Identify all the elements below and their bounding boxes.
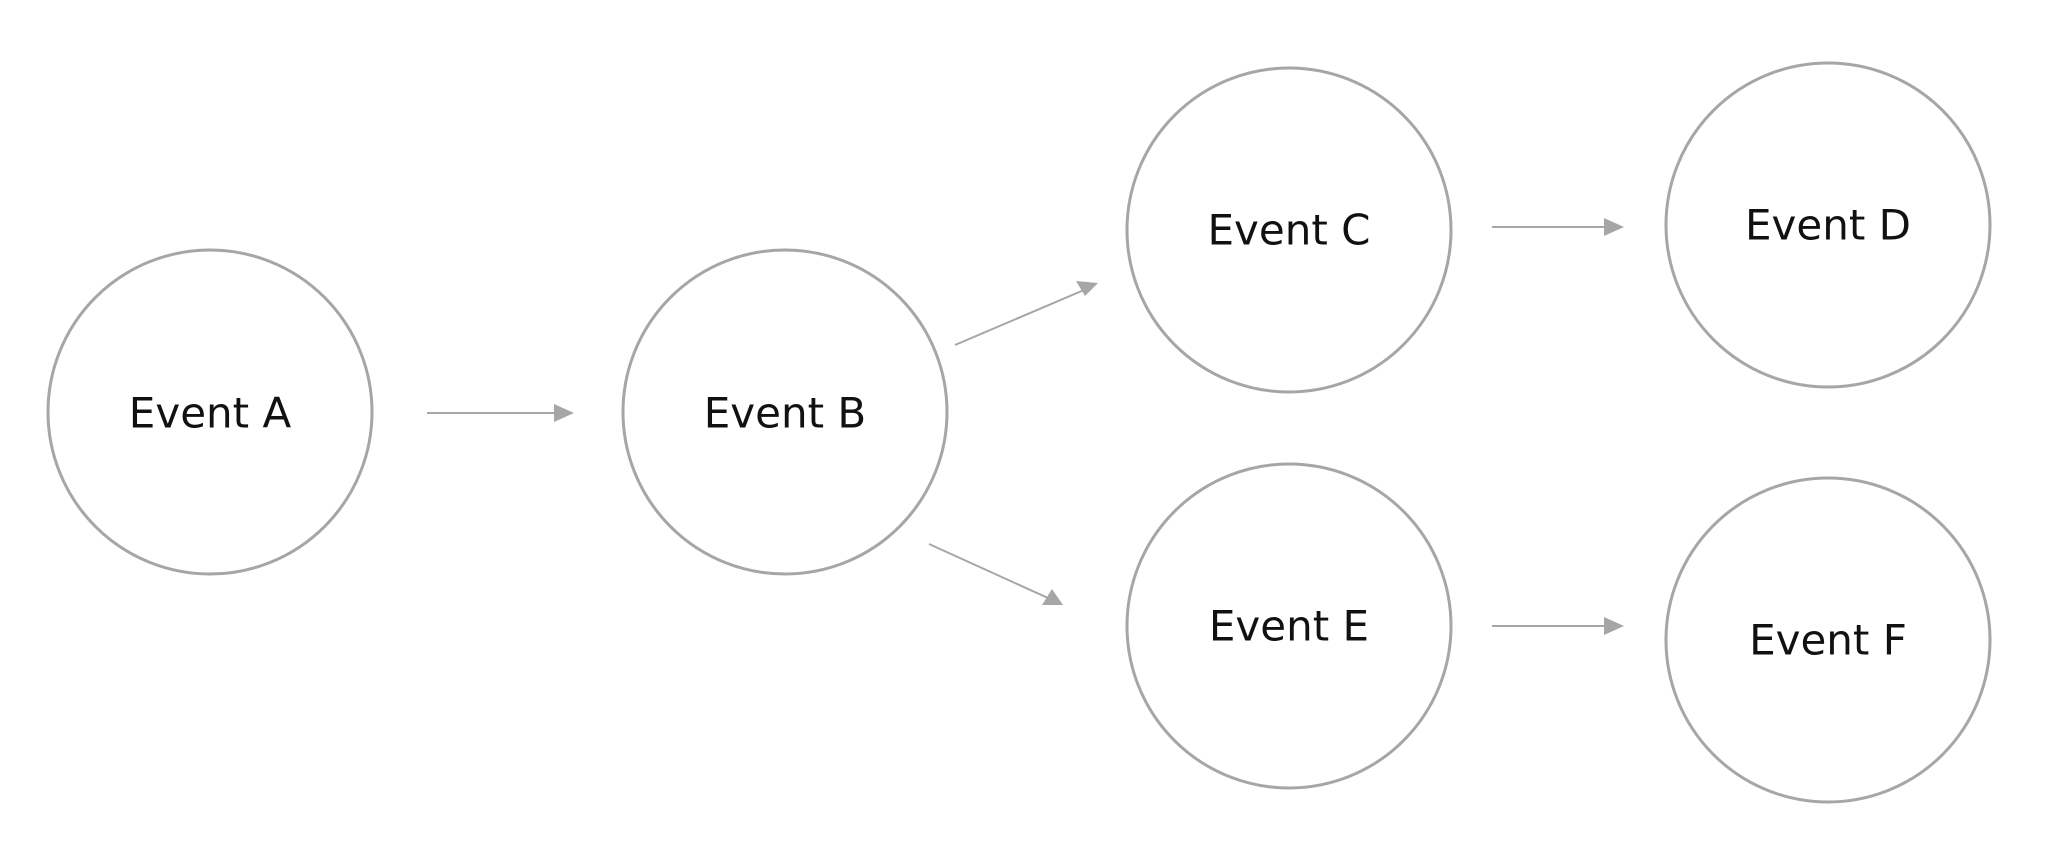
node-label: Event A <box>129 389 292 438</box>
node-event-b: Event B <box>621 248 949 576</box>
node-label: Event C <box>1208 206 1371 255</box>
node-event-c: Event C <box>1125 66 1453 394</box>
node-event-d: Event D <box>1664 61 1992 389</box>
node-event-a: Event A <box>46 248 374 576</box>
node-label: Event B <box>704 389 866 438</box>
edge-b-c <box>954 281 1098 346</box>
edge-c-d <box>1492 218 1624 236</box>
edge-b-e <box>928 543 1063 605</box>
edge-e-f <box>1492 617 1624 635</box>
node-event-e: Event E <box>1125 462 1453 790</box>
node-label: Event D <box>1745 201 1911 250</box>
node-event-f: Event F <box>1664 476 1992 804</box>
node-label: Event F <box>1749 616 1907 665</box>
node-label: Event E <box>1209 602 1369 651</box>
edge-a-b <box>427 404 574 422</box>
